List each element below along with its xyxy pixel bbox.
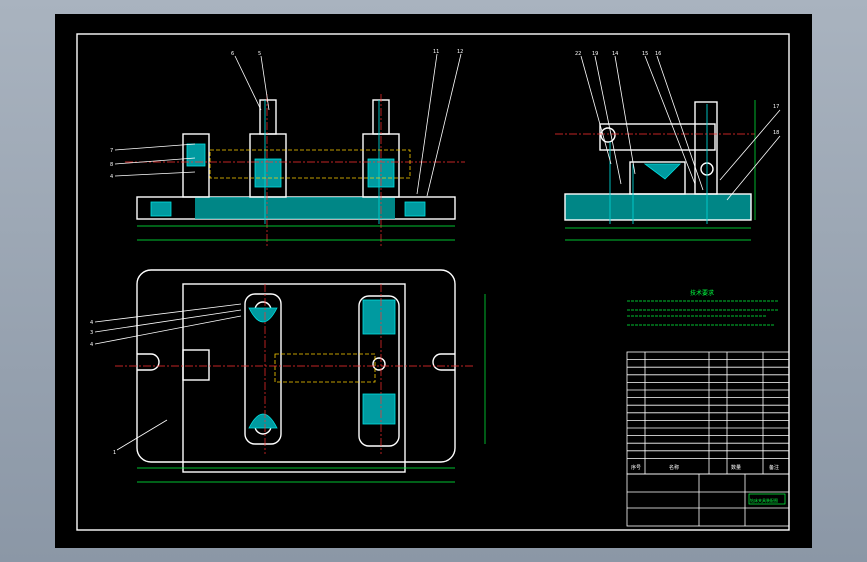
side-callout-2: 19 (592, 51, 598, 57)
front-callout-top-2: 5 (258, 51, 261, 57)
front-callout-left-1: 7 (110, 148, 113, 154)
drawing-border (76, 33, 790, 531)
side-view (555, 55, 781, 241)
col-name: 名称 (669, 464, 679, 471)
front-callout-top-3: 11 (433, 49, 439, 55)
title-block (626, 473, 790, 527)
front-callout-top-1: 6 (231, 51, 234, 57)
front-view (114, 53, 465, 246)
front-callout-top-4: 12 (457, 49, 463, 55)
front-callout-left-2: 8 (110, 162, 113, 168)
col-note: 备注 (769, 464, 779, 471)
top-callout-1: 4 (90, 320, 93, 326)
base-callout: 1 (113, 450, 116, 456)
side-callout-3: 14 (612, 51, 618, 57)
top-view (94, 269, 486, 483)
top-callout-3: 4 (90, 342, 93, 348)
side-callout-right-2: 18 (773, 130, 779, 136)
side-callout-right-1: 17 (773, 104, 779, 110)
notes-title: 技术要求 (690, 289, 714, 297)
cad-drawing: 7 8 4 6 5 11 12 22 19 14 15 16 17 18 (76, 33, 790, 531)
col-no: 序号 (631, 464, 641, 471)
drawing-title: 钻床夹具装配图 (750, 497, 778, 503)
front-callout-left-3: 4 (110, 174, 113, 180)
side-callout-4: 15 (642, 51, 648, 57)
drawing-sheet: 7 8 4 6 5 11 12 22 19 14 15 16 17 18 (55, 14, 812, 548)
top-callout-2: 3 (90, 330, 93, 336)
parts-list (626, 351, 790, 475)
side-callout-5: 16 (655, 51, 661, 57)
technical-notes: 技术要求 (627, 289, 779, 326)
side-callout-1: 22 (575, 51, 581, 57)
col-qty: 数量 (731, 464, 741, 471)
